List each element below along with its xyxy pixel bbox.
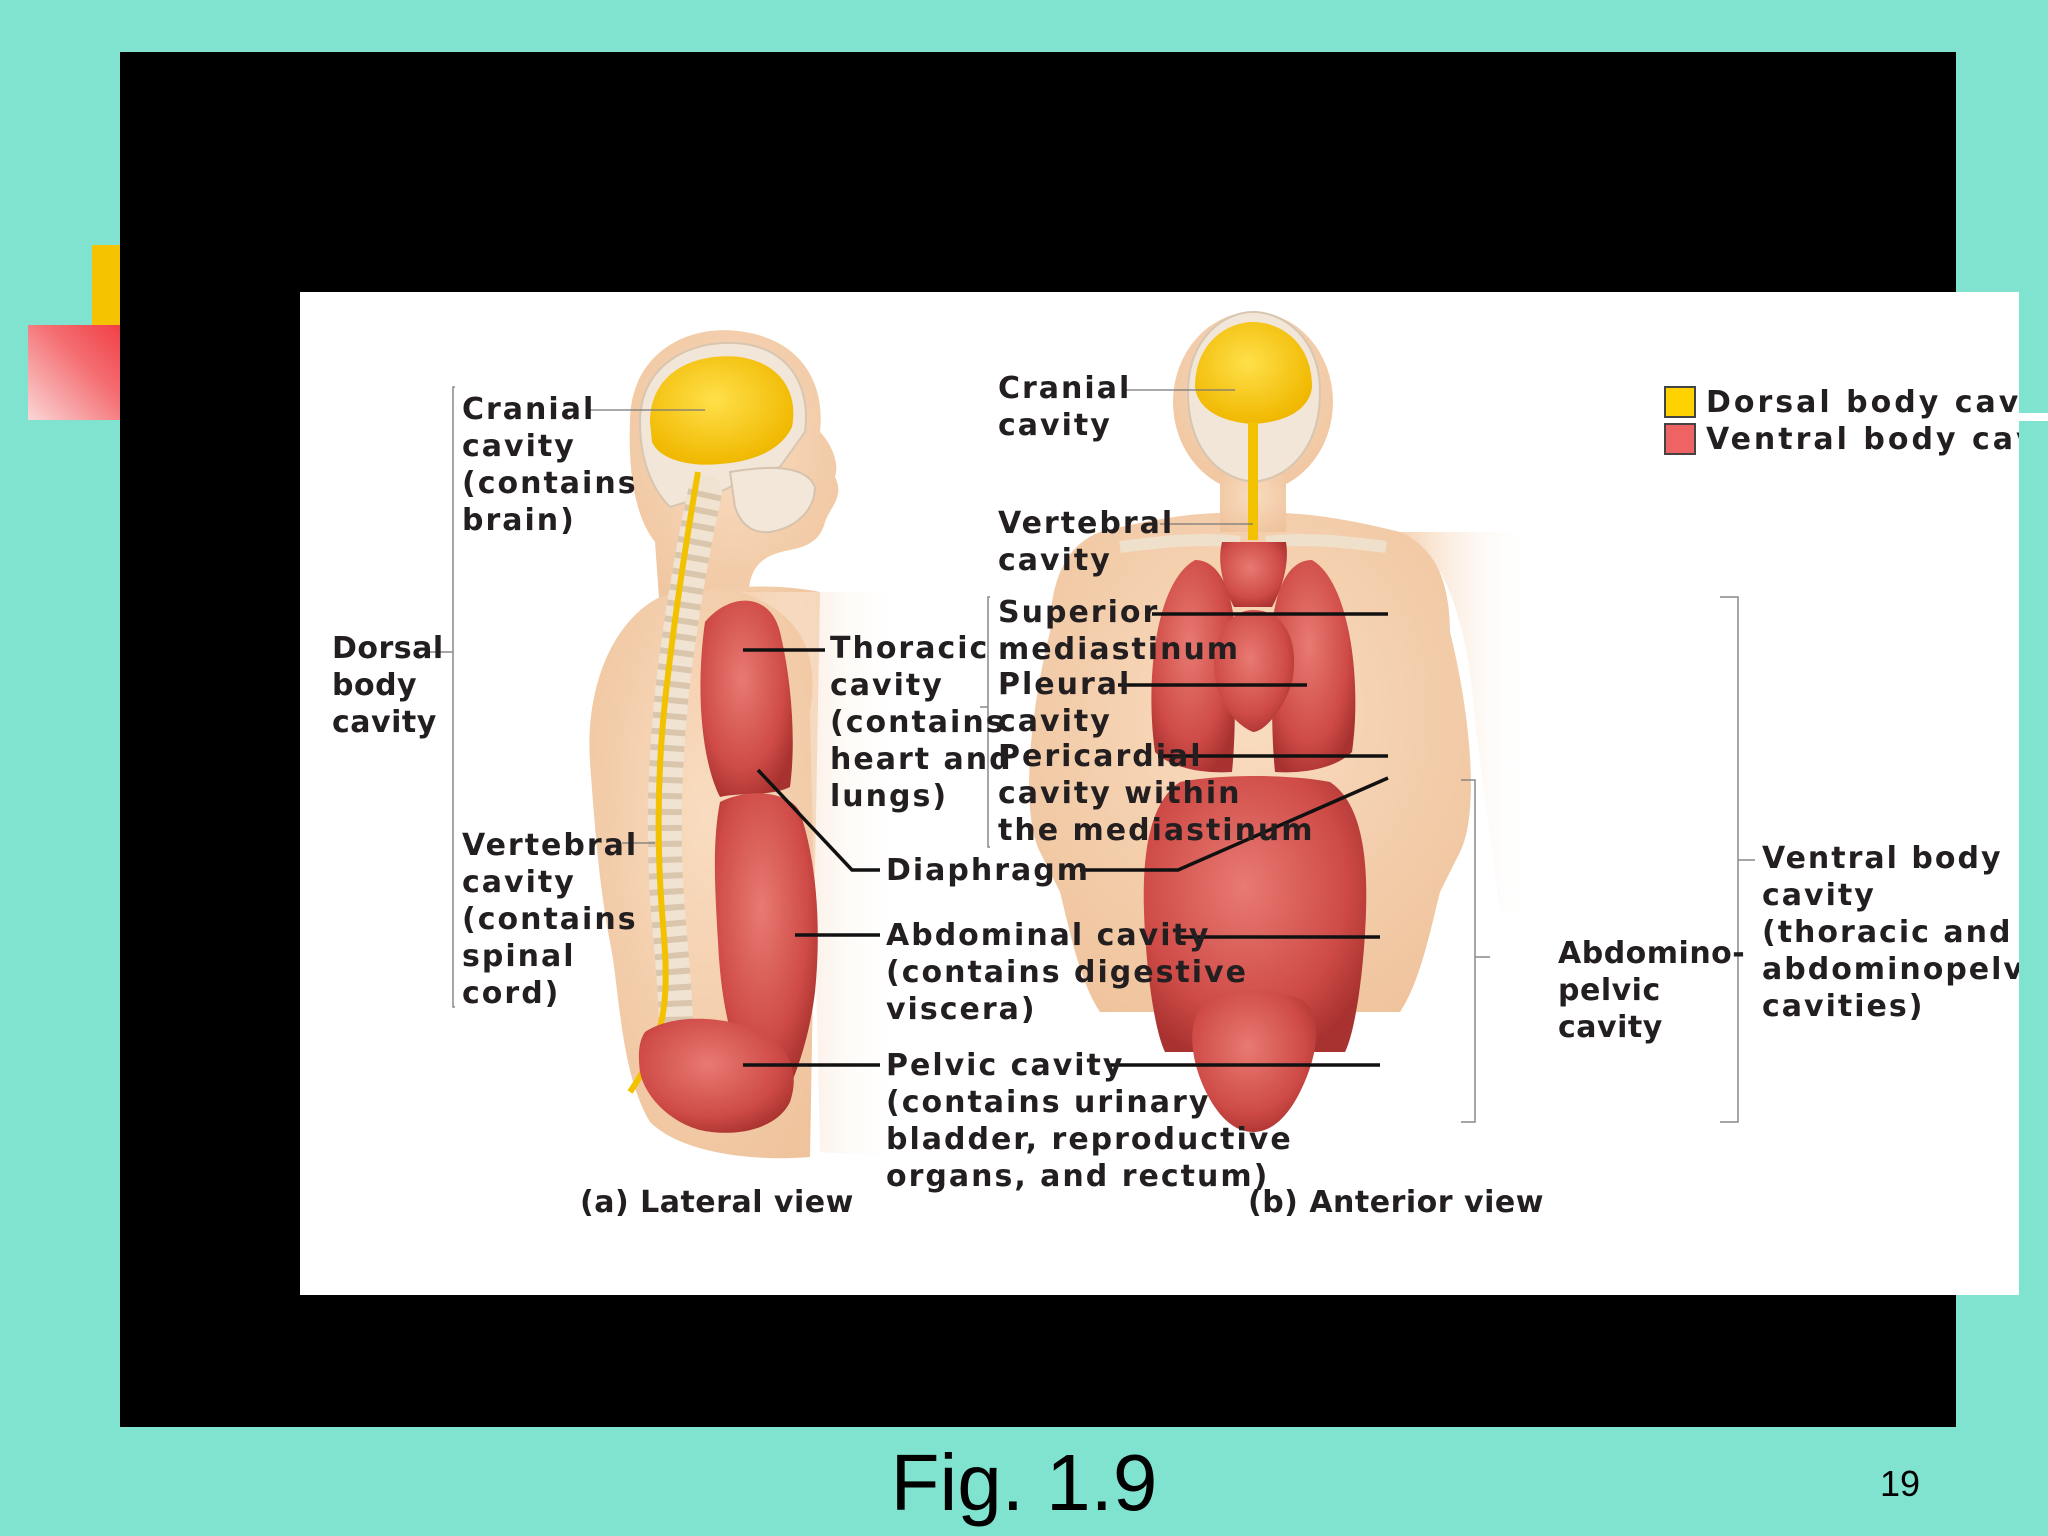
page-number: 19 (1880, 1463, 1921, 1504)
label-pelvic-cavity: Pelvic cavity (contains urinary bladder,… (886, 1048, 1293, 1194)
legend-swatch (1664, 423, 1696, 455)
legend-swatch (1664, 386, 1696, 418)
decorative-yellow-block (92, 245, 124, 325)
label-cranial-cavity-lateral: Cranial cavity (contains brain) (462, 392, 638, 538)
label-ventral-body-cavity: Ventral body cavity (thoracic and abdomi… (1762, 841, 2019, 1024)
body-cavities-figure: Cranial cavity (contains brain)Dorsal bo… (300, 292, 2019, 1295)
lateral-body (589, 330, 900, 1159)
anterior-view-caption: (b) Anterior view (1248, 1185, 1544, 1220)
label-vertebral-cavity-lateral: Vertebral cavity (contains spinal cord) (462, 828, 639, 1011)
label-abdominal-cavity: Abdominal cavity (contains digestive vis… (886, 918, 1248, 1027)
label-dorsal-body-cavity: Dorsal body cavity (332, 631, 444, 740)
figure-caption: Fig. 1.9 (890, 1438, 1158, 1527)
label-diaphragm: Diaphragm (886, 853, 1091, 888)
legend-item: Dorsal body cavity (1664, 384, 2019, 420)
label-pleural-cavity: Pleural cavity (998, 667, 1132, 739)
anterior-body (1029, 310, 1530, 1132)
label-superior-mediastinum: Superior mediastinum (998, 595, 1241, 667)
legend-item: Ventral body cavity (1664, 421, 2019, 457)
legend-label: Ventral body cavity (1706, 421, 2019, 457)
leader-lines-thick (743, 612, 1389, 1067)
slide-image-panel: Cranial cavity (contains brain)Dorsal bo… (120, 52, 2019, 1427)
dorsal-bracket (428, 386, 455, 1008)
leader-lines-thin (590, 389, 1253, 844)
decorative-red-block (28, 325, 138, 420)
label-pericardial-cavity: Pericardial cavity within the mediastinu… (998, 739, 1315, 848)
label-cranial-cavity-anterior: Cranial cavity (998, 371, 1132, 443)
legend-label: Dorsal body cavity (1706, 384, 2019, 420)
label-vertebral-cavity-anterior: Vertebral cavity (998, 506, 1175, 578)
anterior-brackets (980, 596, 1755, 1123)
lateral-view-caption: (a) Lateral view (580, 1185, 854, 1220)
anatomy-illustration (428, 310, 1755, 1159)
label-abdominopelvic-cavity: Abdomino- pelvic cavity (1558, 936, 1746, 1045)
label-thoracic-cavity: Thoracic cavity (contains heart and lung… (830, 631, 1013, 814)
